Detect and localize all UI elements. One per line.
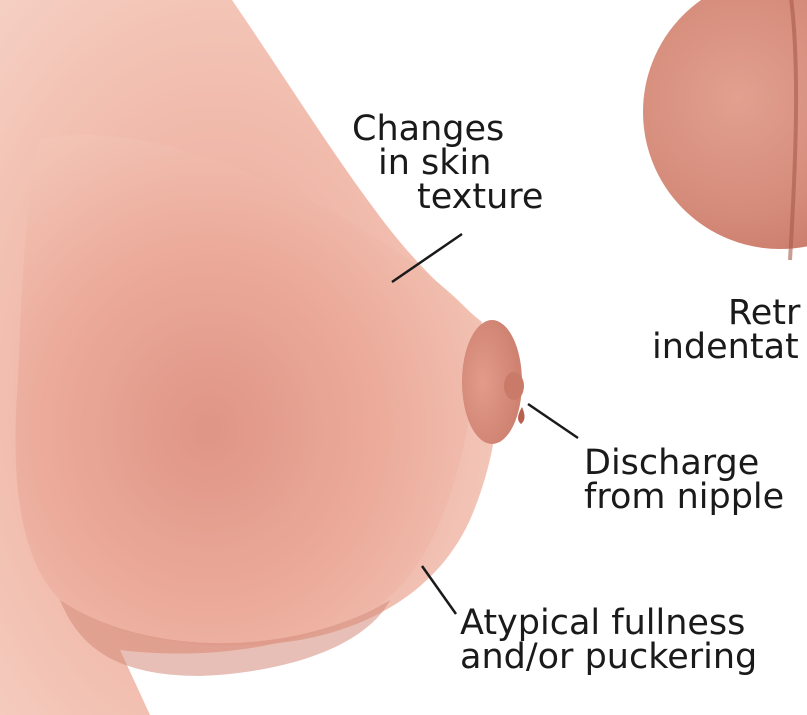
inset-circle (640, 0, 807, 252)
discharge-droplet (518, 407, 524, 424)
label-retraction-line1: Retr (652, 296, 807, 330)
label-fullness: Atypical fullness and/or puckering (460, 606, 757, 674)
leader-discharge (528, 404, 578, 438)
label-skin-texture-line2: in skin (352, 146, 543, 180)
label-skin-texture-line1: Changes (352, 112, 543, 146)
label-fullness-line1: Atypical fullness (460, 606, 757, 640)
label-fullness-line2: and/or puckering (460, 640, 757, 674)
label-retraction: Retr indentat (652, 296, 807, 364)
nipple (504, 372, 524, 400)
label-discharge-line2: from nipple (584, 480, 784, 514)
leader-fullness (422, 566, 456, 614)
label-skin-texture: Changes in skin texture (352, 112, 543, 214)
label-discharge: Discharge from nipple (584, 446, 784, 514)
label-skin-texture-line3: texture (352, 180, 543, 214)
label-discharge-line1: Discharge (584, 446, 784, 480)
label-retraction-line2: indentat (652, 330, 807, 364)
